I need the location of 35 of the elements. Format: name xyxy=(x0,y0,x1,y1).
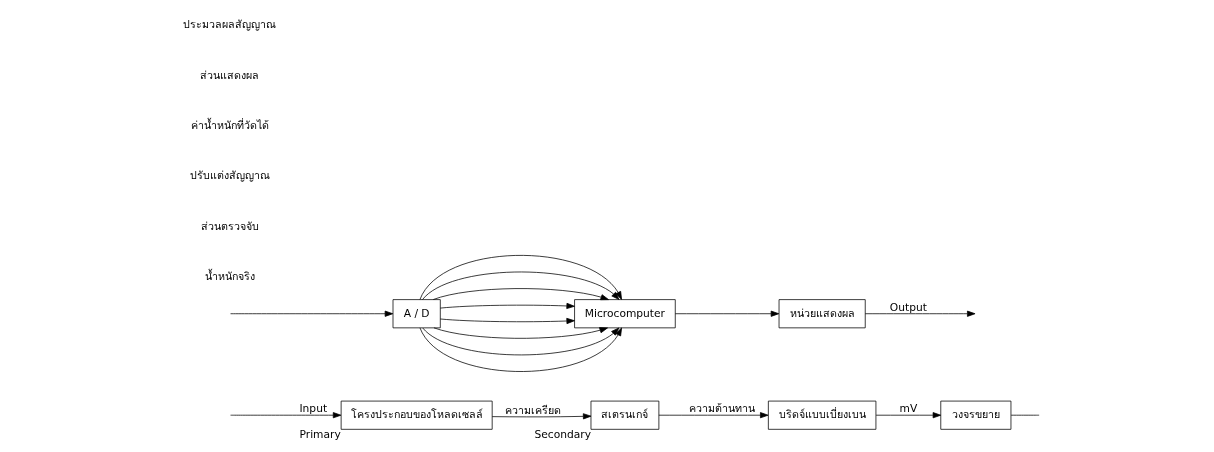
edge-label: ความต้านทาน xyxy=(688,402,755,416)
arrow xyxy=(674,310,780,317)
arrow xyxy=(864,310,976,317)
label: ปรับแต่งสัญญาณ xyxy=(189,169,270,183)
edge-label: mV xyxy=(899,402,918,416)
edge-label: Output xyxy=(889,300,927,314)
node-box: สเตรนเกจ์ xyxy=(590,400,660,430)
node-box: โครงประกอบของโหลดเซลล์ xyxy=(340,400,493,430)
arrow xyxy=(422,271,620,300)
arrow xyxy=(491,413,592,420)
edge-label: ความเครียด xyxy=(505,403,562,417)
arrow xyxy=(422,327,620,356)
node-box: Microcomputer xyxy=(574,299,676,329)
arrow xyxy=(230,310,394,317)
node-box: A / D xyxy=(392,299,441,329)
arrow xyxy=(875,412,942,419)
arrow xyxy=(433,327,608,339)
node-label: Primary xyxy=(299,427,341,441)
arrow xyxy=(432,288,609,301)
arrow xyxy=(419,327,622,372)
label: ส่วนแสดงผล xyxy=(200,68,260,82)
arrow xyxy=(439,302,575,309)
node-box: หน่วยแสดงผล xyxy=(778,299,866,329)
node-label: Secondary xyxy=(534,427,592,441)
label: น้ำหนักจริง xyxy=(204,269,255,283)
label: ส่วนตรวจจับ xyxy=(200,219,259,233)
arrow xyxy=(419,255,622,300)
node-box: วงจรขยาย xyxy=(940,400,1012,430)
arrow xyxy=(439,317,575,325)
label: ค่าน้ำหนักที่วัดได้ xyxy=(190,118,269,132)
label: ประมวลผลสัญญาณ xyxy=(183,18,277,32)
arrow xyxy=(230,412,342,419)
edge-label: Input xyxy=(299,402,328,416)
arrow xyxy=(658,412,769,419)
node-box: บริดจ์แบบเบี่ยงเบน xyxy=(767,400,877,430)
